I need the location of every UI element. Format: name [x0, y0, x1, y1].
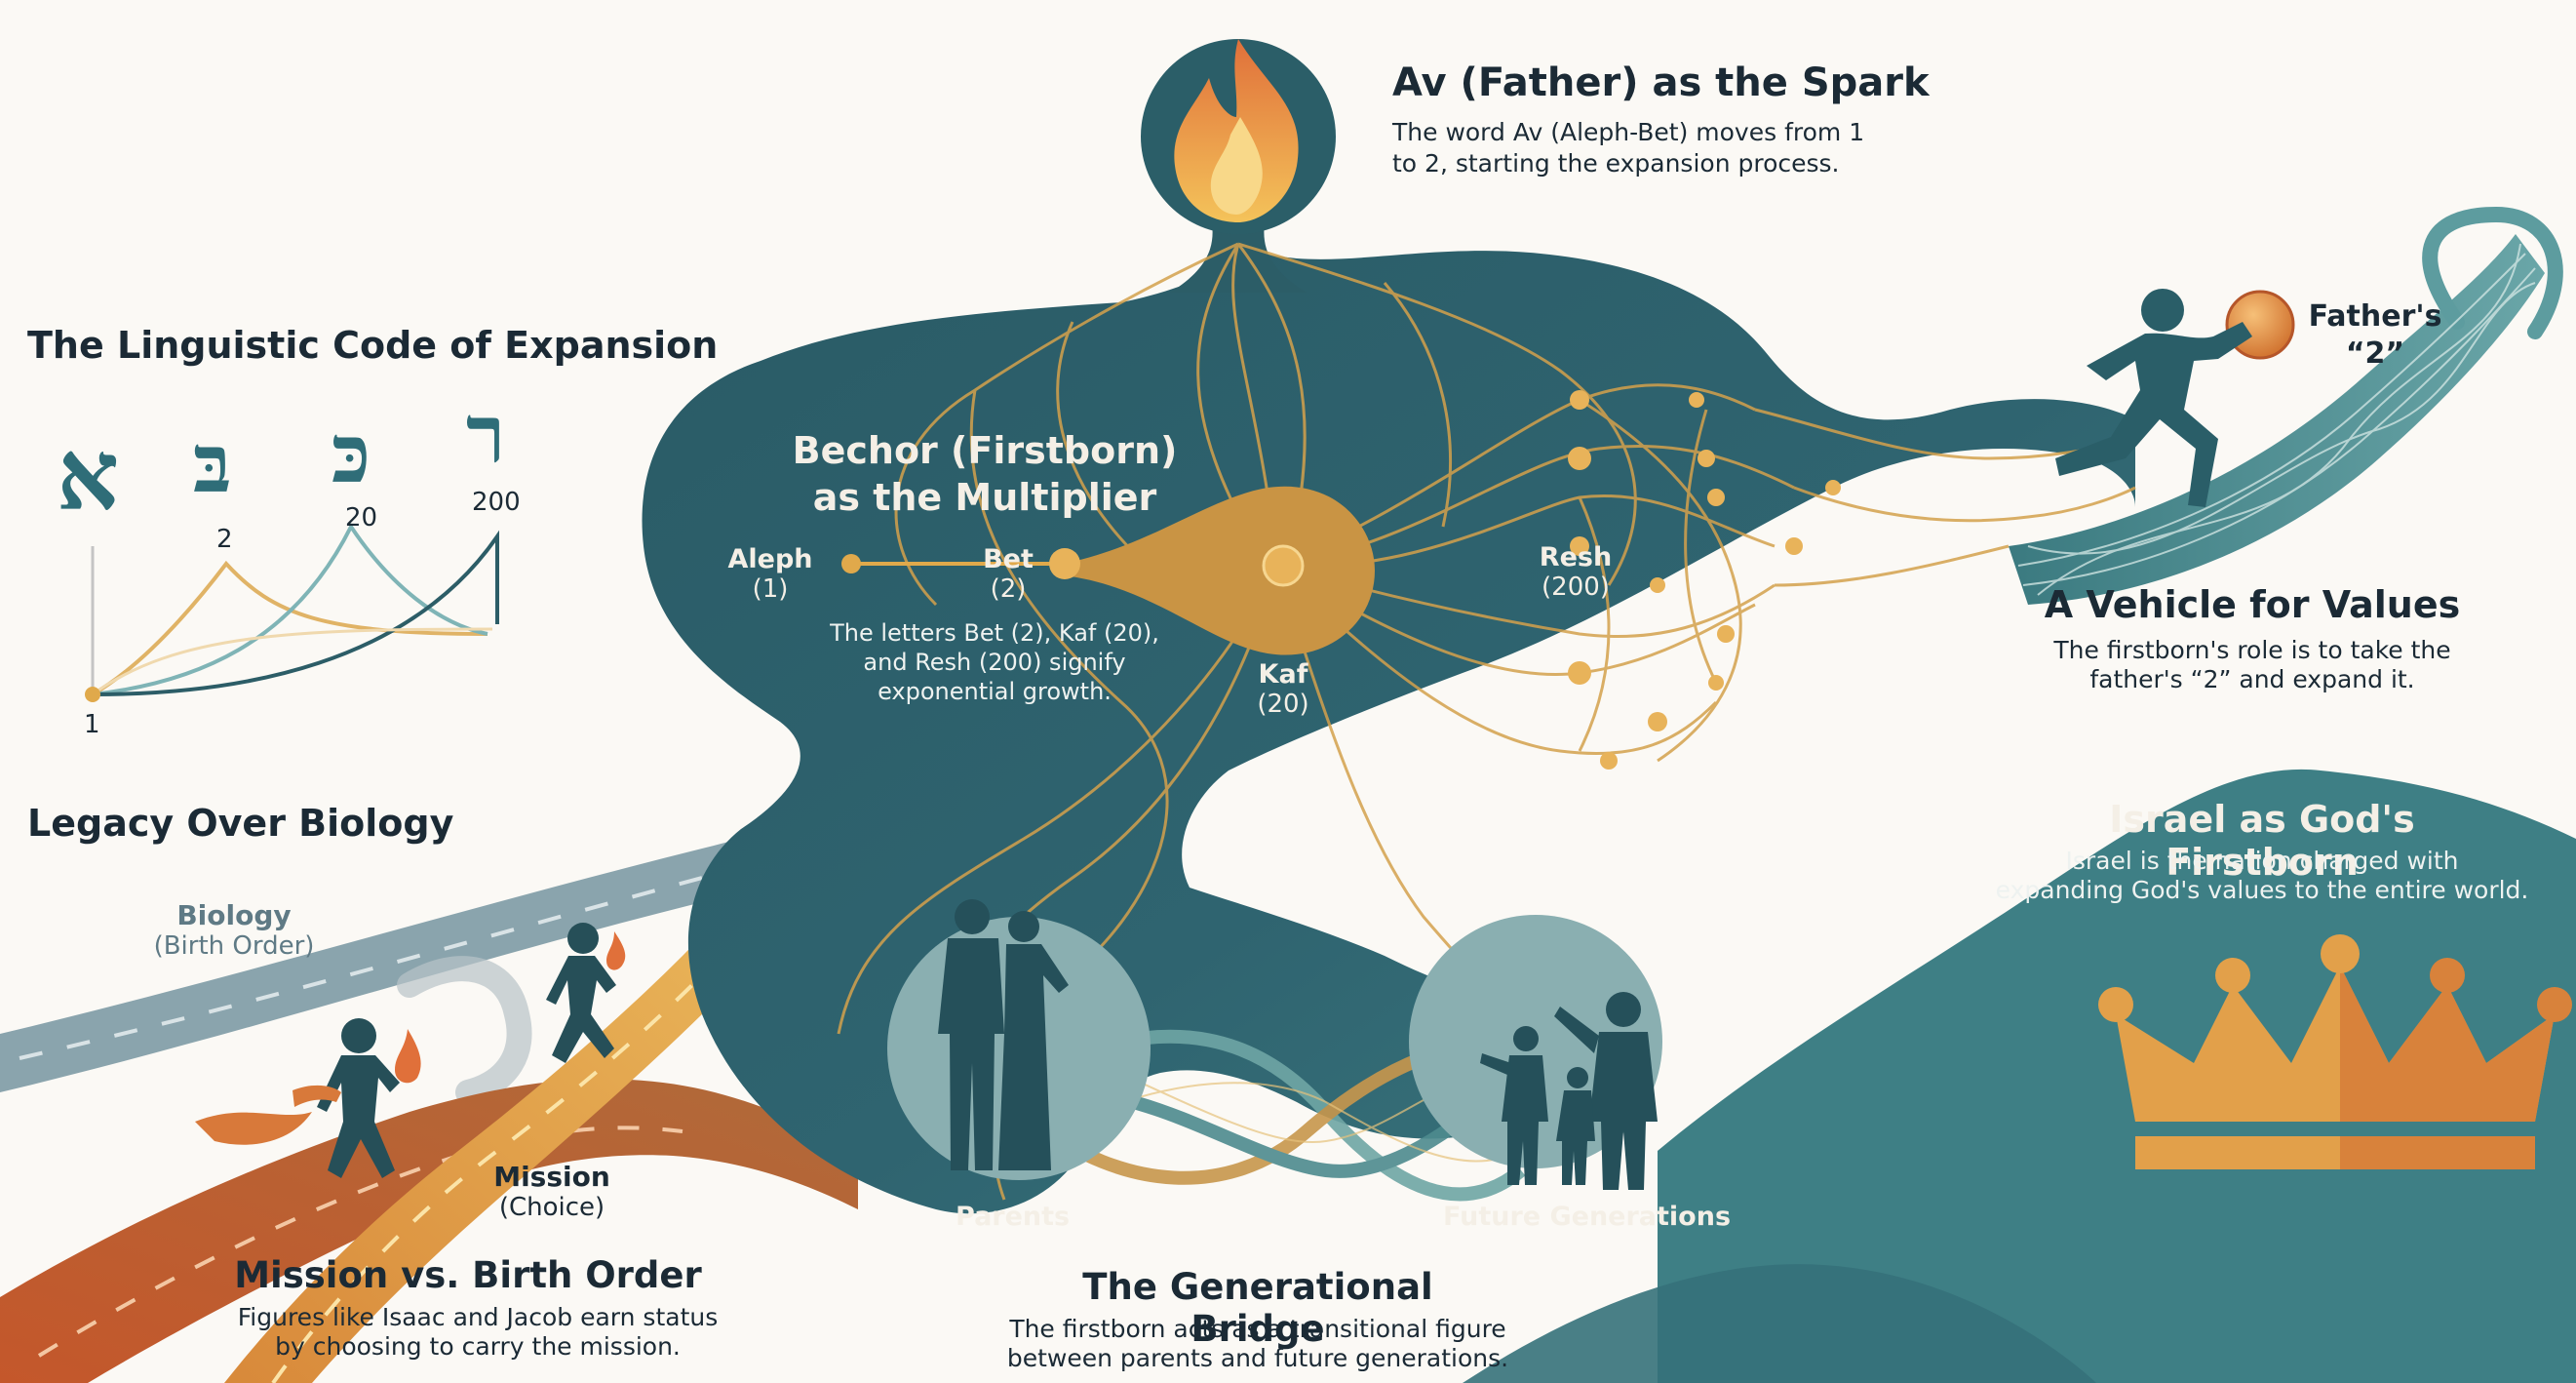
- multiplier-title-line2: as the Multiplier: [812, 476, 1157, 519]
- biology-title: Biology: [176, 899, 292, 931]
- kaf-name: Kaf: [1258, 659, 1308, 690]
- value-200: 200: [472, 488, 521, 517]
- aleph-value: (1): [752, 574, 789, 604]
- mission-vs-desc-line1: Figures like Isaac and Jacob earn status: [237, 1303, 719, 1331]
- multiplier-desc: The letters Bet (2), Kaf (20), and Resh …: [800, 618, 1190, 706]
- kaf-node: [1262, 544, 1305, 587]
- multiplier-funnel: [1063, 486, 1375, 655]
- bridge-desc: The firstborn acts as a transitional fig…: [985, 1315, 1531, 1373]
- runner-icon: [2055, 289, 2252, 507]
- hebrew-bet: בּ: [193, 417, 232, 511]
- biology-road: [0, 790, 882, 1092]
- mission-title: Mission: [493, 1161, 610, 1193]
- resh-name: Resh: [1539, 542, 1613, 573]
- vehicle-mesh: [2017, 243, 2536, 596]
- mission-vs-desc: Figures like Isaac and Jacob earn status…: [215, 1303, 741, 1362]
- israel-title: Israel as God's Firstborn: [2109, 798, 2415, 884]
- israel-desc-line1: Israel is the nation charged with: [2065, 847, 2459, 875]
- hebrew-resh: ר: [466, 388, 506, 482]
- legacy-title: Legacy Over Biology: [27, 802, 454, 845]
- biology-sub: (Birth Order): [153, 931, 315, 961]
- israel-hill: [1658, 769, 2576, 1383]
- bet-name: Bet: [983, 544, 1034, 574]
- vehicle-desc-line1: The firstborn's role is to take the: [2053, 636, 2451, 664]
- multiplier-desc-line2: and Resh (200) signify: [863, 649, 1126, 676]
- mission-label: Mission (Choice): [454, 1161, 649, 1222]
- multiplier-desc-line1: The letters Bet (2), Kaf (20),: [830, 619, 1159, 647]
- torch-bearer-icon-2: [293, 1018, 421, 1178]
- bridge-desc-line2: between parents and future generations.: [1006, 1344, 1509, 1372]
- value-2: 2: [216, 525, 233, 554]
- multiplier-title-line1: Bechor (Firstborn): [792, 429, 1178, 472]
- value-20: 20: [345, 503, 378, 533]
- spark-desc-line2: to 2, starting the expansion process.: [1392, 149, 1840, 178]
- torch-bearer-icon: [546, 923, 626, 1063]
- spark-desc-line1: The word Av (Aleph-Bet) moves from 1: [1392, 118, 1865, 146]
- israel-desc-line2: expanding God's values to the entire wor…: [1995, 876, 2529, 904]
- israel-desc: Israel is the nation charged with expand…: [1989, 847, 2535, 905]
- family-icon: [1480, 992, 1658, 1190]
- kaf-label: Kaf (20): [1225, 659, 1342, 719]
- biology-label: Biology (Birth Order): [146, 899, 322, 961]
- vehicle-loop: [2422, 206, 2563, 339]
- mission-road-orange-dash: [37, 1126, 683, 1358]
- mission-vs-desc-line2: by choosing to carry the mission.: [275, 1332, 681, 1361]
- fathers-two-label: Father's “2”: [2297, 298, 2453, 373]
- multiplier-desc-line3: exponential growth.: [878, 678, 1112, 705]
- hebrew-aleph: א: [57, 417, 120, 533]
- mission-vs-title: Mission vs. Birth Order: [234, 1254, 702, 1296]
- spark-title: Av (Father) as the Spark: [1392, 60, 1930, 105]
- mission-sub: (Choice): [498, 1193, 605, 1222]
- resh-value: (200): [1542, 573, 1610, 602]
- vehicle-desc-line2: father's “2” and expand it.: [2089, 665, 2415, 693]
- bet-label: Bet (2): [950, 544, 1067, 604]
- torch-flame-small: [606, 931, 626, 970]
- aleph-name: Aleph: [727, 544, 813, 574]
- multiplier-title: Bechor (Firstborn) as the Multiplier: [780, 427, 1190, 521]
- bridge-desc-line1: The firstborn acts as a transitional fig…: [1009, 1315, 1506, 1343]
- parents-icon: [938, 899, 1069, 1170]
- linguistic-title: The Linguistic Code of Expansion: [27, 324, 719, 367]
- grey-loop: [397, 956, 532, 1105]
- neck: [1170, 210, 1307, 293]
- bet-value: (2): [990, 574, 1027, 604]
- israel-hill-lower: [1463, 1264, 2096, 1383]
- torch-flame-large: [395, 1029, 421, 1084]
- parents-label: Parents: [956, 1202, 1071, 1232]
- crown-icon: [2098, 934, 2572, 1169]
- bridge-title: The Generational Bridge: [1082, 1266, 1433, 1350]
- fathers-two-line1: Father's: [2308, 299, 2442, 334]
- resh-label: Resh (200): [1517, 542, 1634, 602]
- fathers-two-line2: “2”: [2345, 336, 2405, 371]
- kaf-value: (20): [1257, 690, 1309, 719]
- aleph-dot: [841, 554, 861, 573]
- vehicle-ribbon: [2009, 234, 2545, 605]
- orange-banner: [195, 1112, 312, 1145]
- spark-desc: The word Av (Aleph-Bet) moves from 1 to …: [1392, 117, 1864, 179]
- value-1: 1: [84, 710, 100, 739]
- flame-icon: [1174, 39, 1299, 222]
- resh-nodes: [1568, 390, 1841, 770]
- bet-dot: [1049, 548, 1080, 579]
- future-label: Future Generations: [1443, 1202, 1732, 1232]
- vehicle-title: A Vehicle for Values: [2044, 583, 2461, 626]
- mission-road-orange: [0, 1079, 858, 1383]
- aleph-label: Aleph (1): [712, 544, 829, 604]
- hebrew-kaf: כּ: [332, 408, 371, 501]
- linguistic-chart: [85, 523, 499, 702]
- vehicle-desc: The firstborn's role is to take the fath…: [2018, 636, 2486, 694]
